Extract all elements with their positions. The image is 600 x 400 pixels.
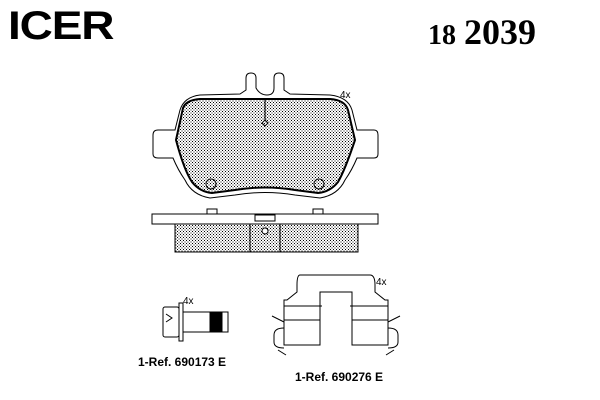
part-number-main: 2039 [464,12,536,52]
pad-side-view [151,208,379,253]
backing-plate-outline [152,72,379,199]
clip-reference: 1-Ref. 690276 E [295,370,384,384]
clip-drawing [271,274,401,356]
pad-quantity: 4x [340,90,351,101]
bolt-reference: 1-Ref. 690173 E [138,355,227,369]
pad-front-view [152,72,379,199]
brand-logo: ICER [8,4,114,48]
part-number: 18 2039 [428,12,536,60]
mounting-hole-left [205,178,217,190]
wear-indicator [261,100,269,127]
bolt-quantity: 4x [183,296,194,307]
bolt-drawing [162,302,229,342]
part-number-prefix: 18 [428,20,456,51]
friction-material-side [174,223,359,253]
mounting-hole-right [313,178,325,190]
friction-material-front [174,98,357,195]
clip-quantity: 4x [376,277,387,288]
